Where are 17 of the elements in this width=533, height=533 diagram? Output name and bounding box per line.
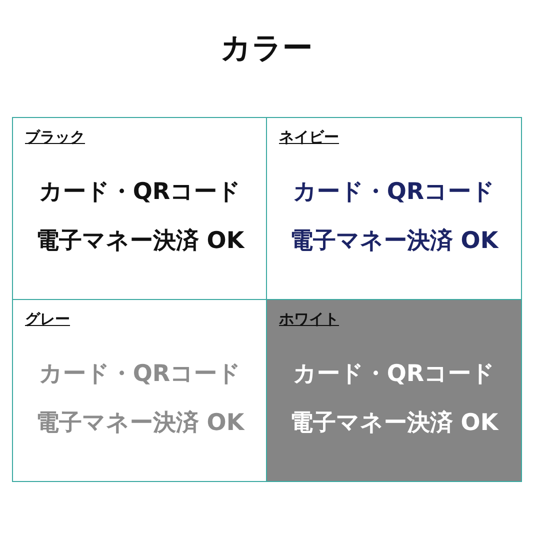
color-name: ブラック xyxy=(25,128,85,147)
color-panel xyxy=(266,299,522,482)
color-panel xyxy=(266,117,522,300)
feature-text: 電子マネー決済 OK xyxy=(34,227,246,256)
color-panel xyxy=(12,117,268,300)
color-panel xyxy=(12,299,268,482)
feature-text: カード・QRコード xyxy=(292,360,496,389)
color-name: ネイビー xyxy=(279,128,339,147)
color-name: グレー xyxy=(25,310,70,329)
feature-text: カード・QRコード xyxy=(292,178,496,207)
feature-text: 電子マネー決済 OK xyxy=(288,409,500,438)
color-name: ホワイト xyxy=(279,310,339,329)
feature-text: 電子マネー決済 OK xyxy=(288,227,500,256)
feature-text: カード・QRコード xyxy=(38,360,242,389)
feature-text: カード・QRコード xyxy=(38,178,242,207)
title: カラー xyxy=(220,30,314,68)
feature-text: 電子マネー決済 OK xyxy=(34,409,246,438)
